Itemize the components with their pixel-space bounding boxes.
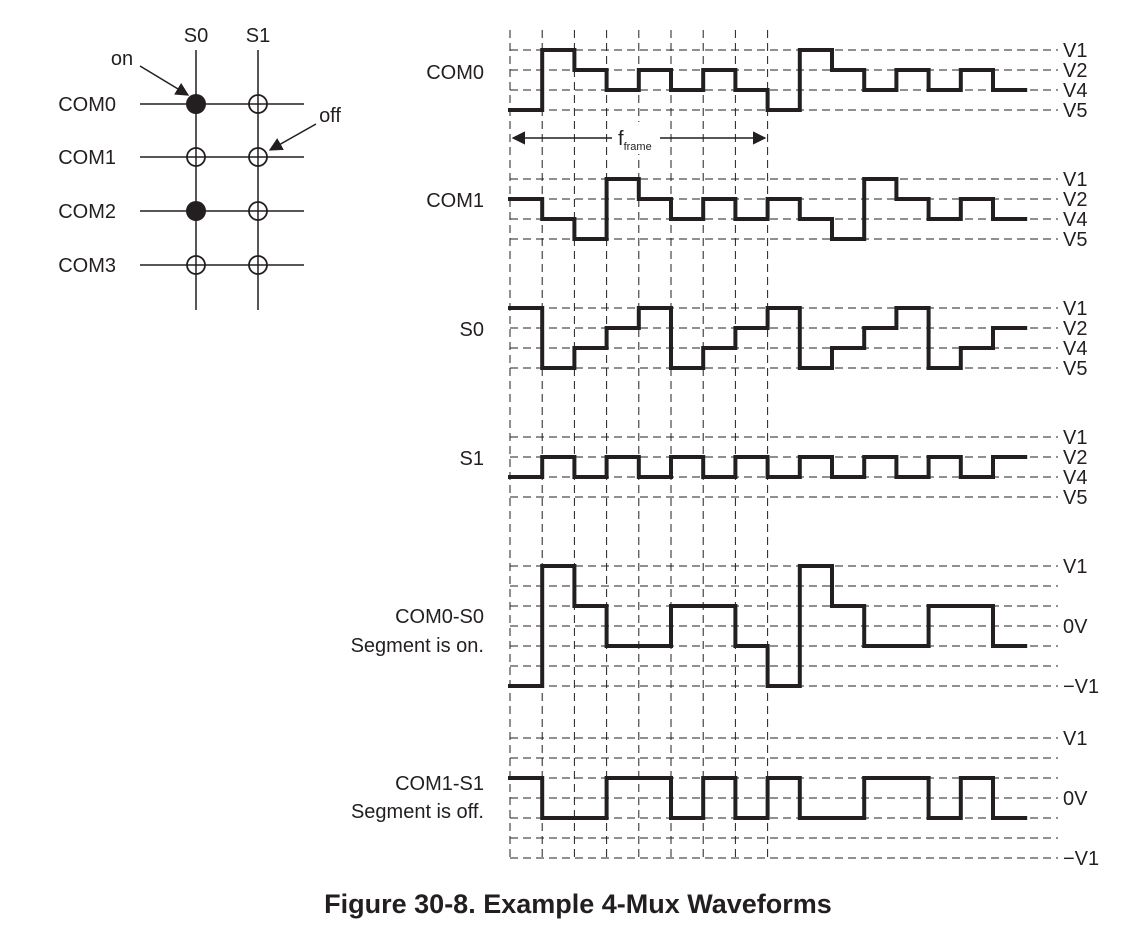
time-division-gridlines (509, 30, 769, 858)
signal-label-s1: S1 (460, 448, 484, 470)
level-label-v1: V1 (1063, 169, 1087, 191)
matrix-row-label-com3: COM3 (58, 255, 116, 277)
signal-label-com1: COM1 (426, 190, 484, 212)
level-label: V1 (1063, 728, 1087, 750)
level-label-v4: V4 (1063, 80, 1087, 102)
waveform-trace-s0 (508, 306, 1028, 370)
matrix-row-label-com0: COM0 (58, 94, 116, 116)
segment-on-dot (186, 201, 206, 221)
frame-period-subscript: frame (624, 141, 652, 153)
waveform-panels: V1V2V4V5COM0V1V2V4V5COM1V1V2V4V5S0V1V2V4… (351, 40, 1100, 870)
level-label-v4: V4 (1063, 209, 1087, 231)
segment-off-dot (248, 201, 268, 221)
level-label-v5: V5 (1063, 358, 1087, 380)
waveform-trace-com0-s0 (508, 564, 1028, 688)
waveform-trace-com0 (508, 48, 1028, 112)
matrix-row-label-com2: COM2 (58, 201, 116, 223)
level-label-v2: V2 (1063, 318, 1087, 340)
level-label-v1: V1 (1063, 40, 1087, 62)
level-label-v4: V4 (1063, 338, 1087, 360)
matrix-column-label-s0: S0 (184, 25, 208, 47)
level-label: 0V (1063, 788, 1088, 810)
level-label-v1: V1 (1063, 298, 1087, 320)
level-label-v4: V4 (1063, 467, 1087, 489)
signal-label-s0: S0 (460, 319, 484, 341)
level-label: −V1 (1063, 676, 1099, 698)
segment-off-dot (248, 94, 268, 114)
segment-off-dot (186, 147, 206, 167)
segment-off-dot (248, 147, 268, 167)
signal-label-com0: COM0 (426, 62, 484, 84)
off-annotation-label: off (319, 105, 341, 127)
on-annotation-label: on (111, 48, 133, 70)
level-label: 0V (1063, 616, 1088, 638)
waveform-trace-com1-s1 (508, 776, 1028, 820)
signal-label-com0-s0-caption: Segment is on. (351, 635, 484, 657)
waveform-trace-s1 (508, 455, 1028, 479)
figure-caption: Figure 30-8. Example 4-Mux Waveforms (324, 889, 832, 919)
level-label-v2: V2 (1063, 189, 1087, 211)
level-label-v1: V1 (1063, 427, 1087, 449)
level-label-v2: V2 (1063, 447, 1087, 469)
matrix-row-label-com1: COM1 (58, 147, 116, 169)
segment-on-dot (186, 94, 206, 114)
level-label-v2: V2 (1063, 60, 1087, 82)
level-label: V1 (1063, 556, 1087, 578)
level-label: −V1 (1063, 848, 1099, 870)
matrix-column-label-s1: S1 (246, 25, 270, 47)
signal-label-com0-s0: COM0-S0 (395, 606, 484, 628)
level-label-v5: V5 (1063, 100, 1087, 122)
level-label-v5: V5 (1063, 229, 1087, 251)
signal-label-com1-s1-caption: Segment is off. (351, 801, 484, 823)
level-label-v5: V5 (1063, 487, 1087, 509)
on-annotation-arrow (139, 65, 190, 96)
frame-period-annotation: fframe (511, 122, 767, 154)
off-annotation-arrow (268, 123, 317, 151)
segment-off-dot (248, 255, 268, 275)
signal-label-com1-s1: COM1-S1 (395, 773, 484, 795)
segment-off-dot (186, 255, 206, 275)
waveform-trace-com1 (508, 177, 1028, 241)
frame-period-label: fframe (618, 128, 652, 153)
